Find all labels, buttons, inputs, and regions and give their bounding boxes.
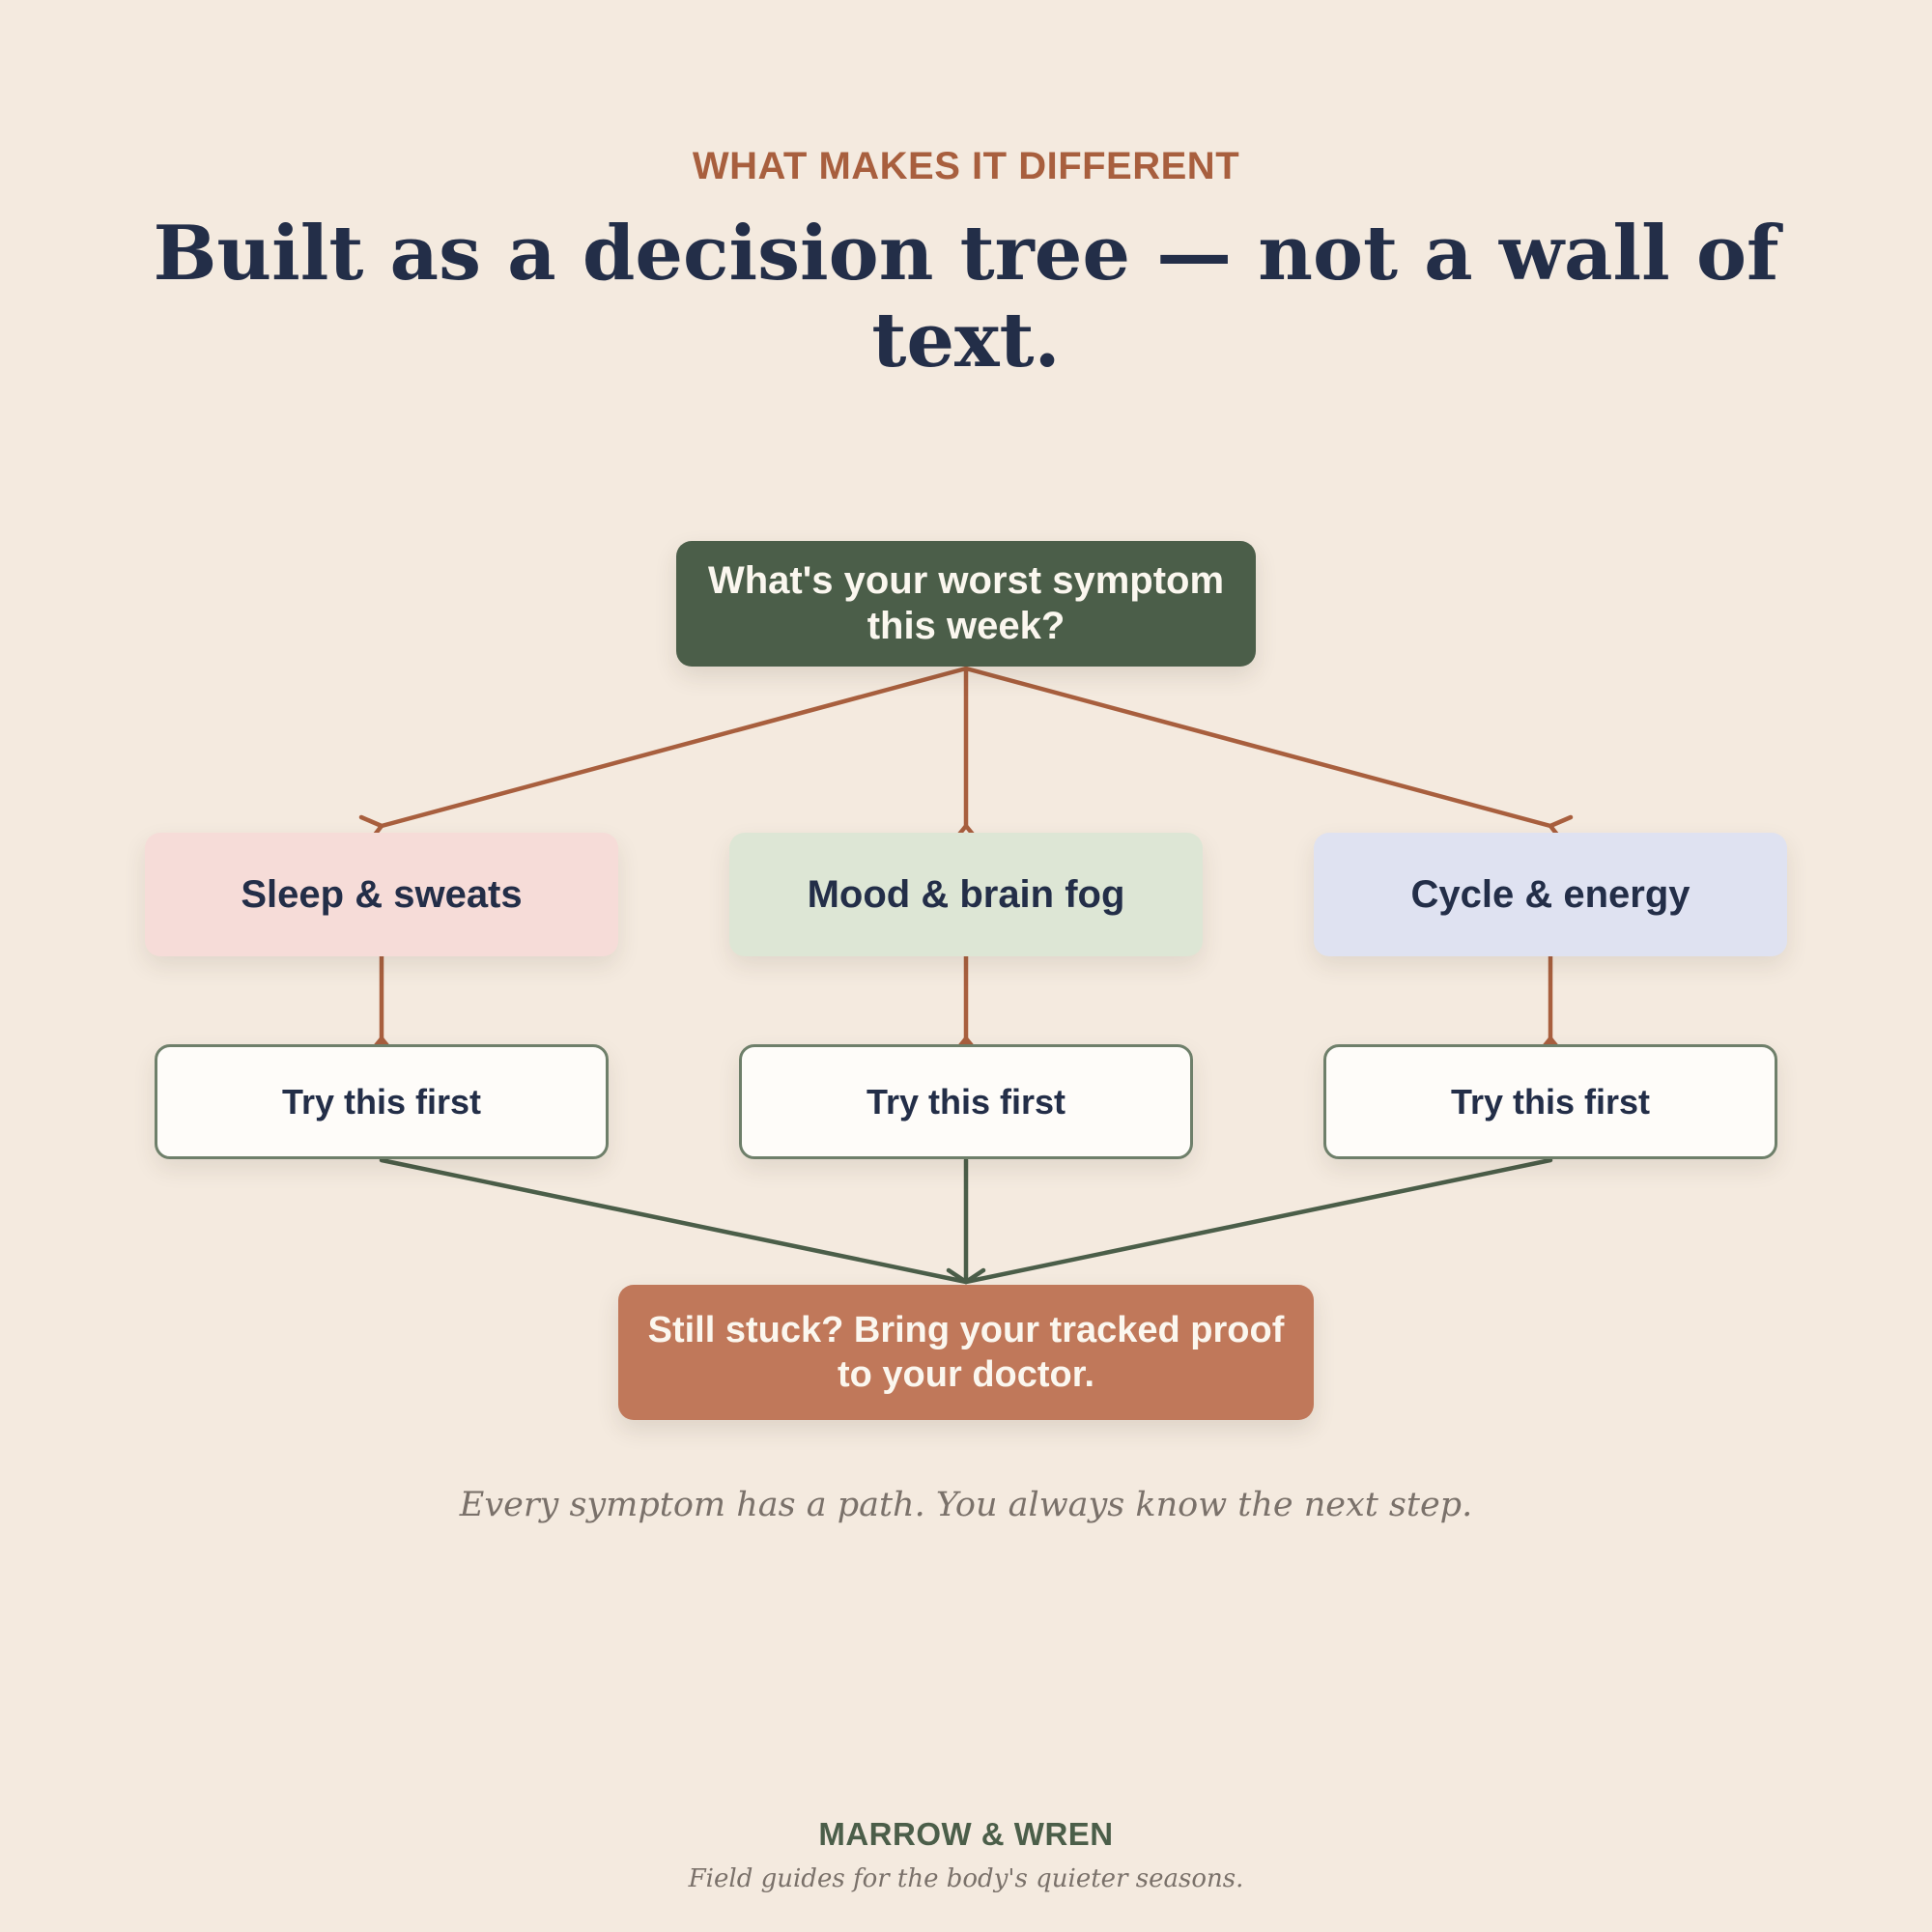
brand-name: MARROW & WREN: [818, 1816, 1114, 1852]
connector-root-to-cycle: [963, 666, 1553, 829]
category-cycle-energy: Cycle & energy: [1314, 833, 1787, 956]
brand-subtitle: Field guides for the body's quieter seas…: [688, 1864, 1244, 1893]
category-sleep-sweats: Sleep & sweats: [145, 833, 618, 956]
category-mood-brain-fog: Mood & brain fog: [729, 833, 1203, 956]
connector-try-3-to-final: [963, 1157, 1553, 1285]
page-title: Built as a decision tree — not a wall of…: [153, 210, 1779, 384]
arrowhead-final: [946, 1267, 986, 1285]
connector-try-1-to-final: [379, 1157, 969, 1285]
section-eyebrow: WHAT MAKES IT DIFFERENT: [692, 145, 1240, 187]
final-doctor-node: Still stuck? Bring your tracked proof to…: [618, 1285, 1314, 1420]
try-this-first-mood: Try this first: [739, 1044, 1193, 1159]
try-this-first-cycle: Try this first: [1323, 1044, 1777, 1159]
try-this-first-sleep: Try this first: [155, 1044, 609, 1159]
tagline: Every symptom has a path. You always kno…: [459, 1486, 1473, 1524]
connector-root-to-sleep: [379, 666, 969, 829]
root-question-node: What's your worst symptom this week?: [676, 541, 1256, 667]
